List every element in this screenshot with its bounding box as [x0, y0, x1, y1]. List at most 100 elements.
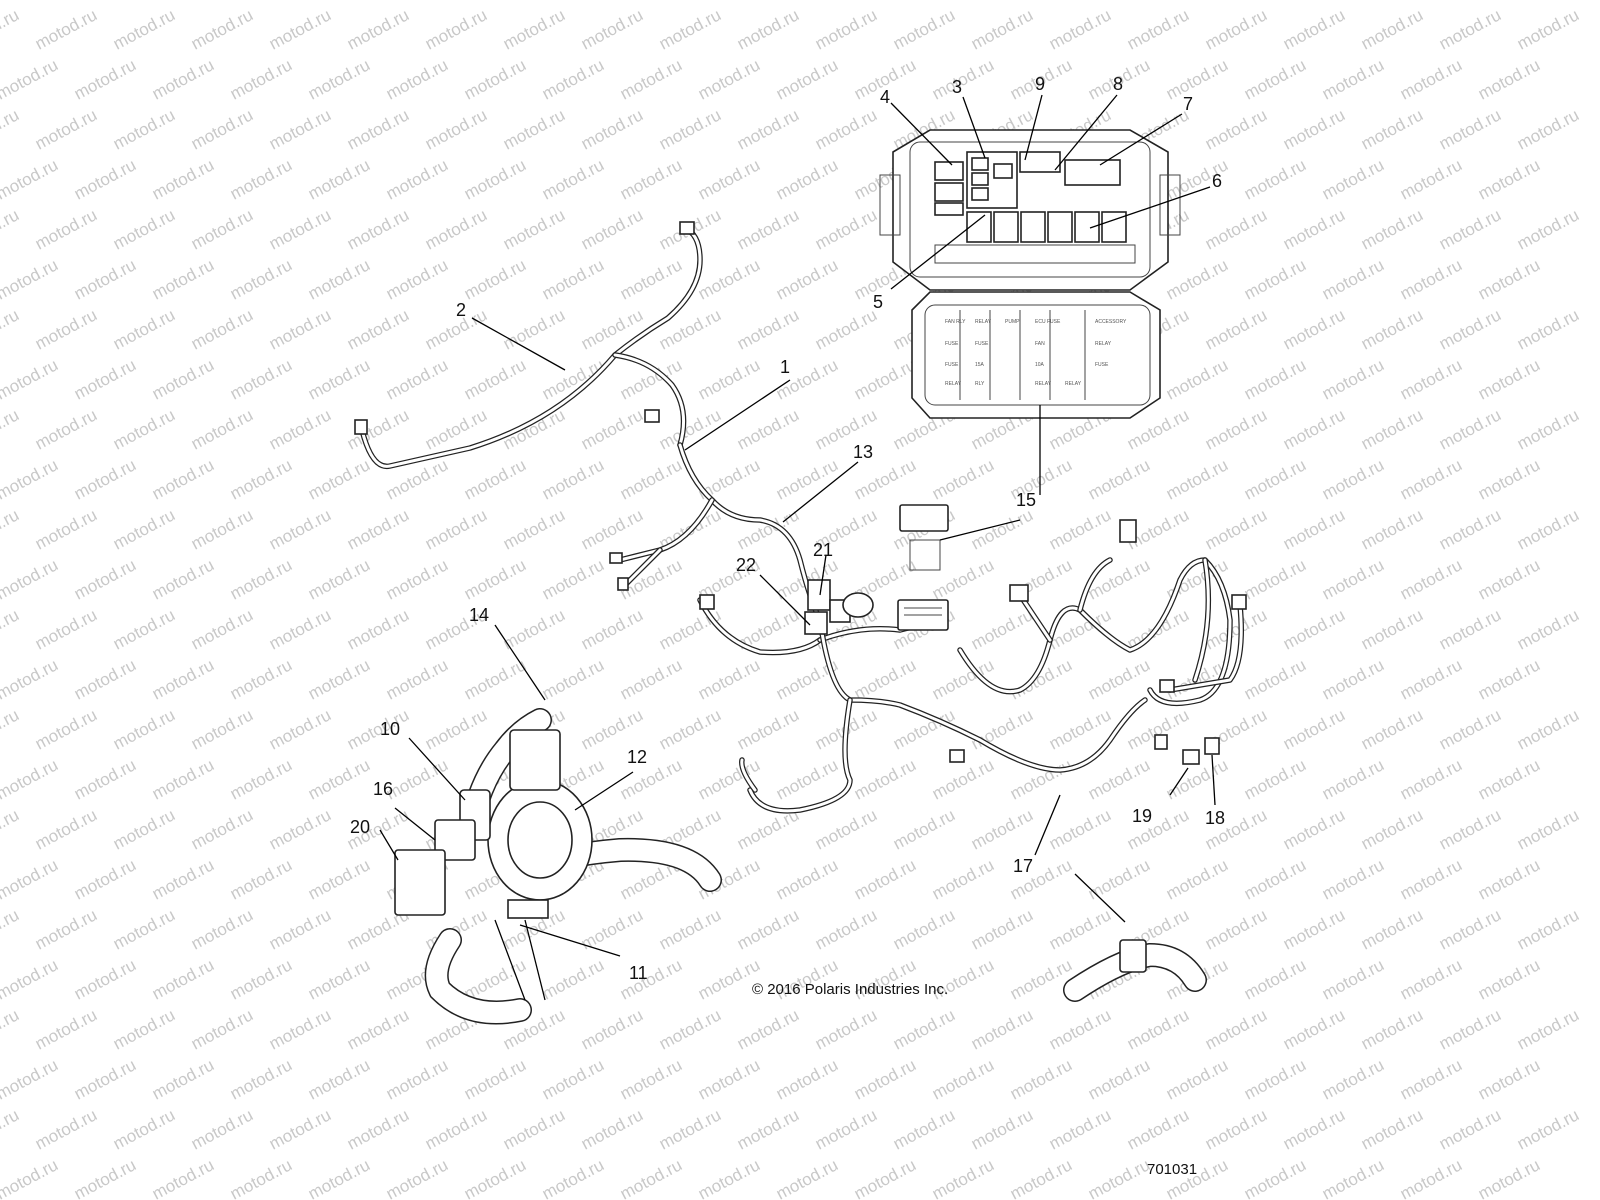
watermark-text: motod.ru: [851, 1155, 919, 1200]
watermark-text: motod.ru: [1514, 5, 1582, 53]
watermark-text: motod.ru: [305, 855, 373, 903]
watermark-text: motod.ru: [1241, 55, 1309, 103]
watermark-text: motod.ru: [1319, 355, 1387, 403]
watermark-text: motod.ru: [1202, 505, 1270, 553]
watermark-text: motod.ru: [110, 705, 178, 753]
watermark-text: motod.ru: [1163, 0, 1231, 4]
watermark-text: motod.ru: [1280, 805, 1348, 853]
svg-text:FUSE: FUSE: [945, 362, 959, 368]
watermark-text: motod.ru: [1241, 355, 1309, 403]
svg-text:FAN: FAN: [1035, 341, 1045, 347]
watermark-text: motod.ru: [617, 355, 685, 403]
watermark-text: motod.ru: [1475, 755, 1543, 803]
callout-7: 7: [1183, 94, 1193, 114]
watermark-text: motod.ru: [1241, 655, 1309, 703]
watermark-text: motod.ru: [227, 955, 295, 1003]
watermark-text: motod.ru: [305, 155, 373, 203]
watermark-text: motod.ru: [0, 305, 22, 353]
watermark-text: motod.ru: [773, 0, 841, 4]
watermark-text: motod.ru: [344, 5, 412, 53]
connector-18: [1204, 737, 1220, 755]
watermark-text: motod.ru: [305, 255, 373, 303]
watermark-text: motod.ru: [539, 155, 607, 203]
watermark-text: motod.ru: [188, 505, 256, 553]
watermark-text: motod.ru: [383, 255, 451, 303]
watermark-text: motod.ru: [1397, 755, 1465, 803]
watermark-text: motod.ru: [734, 705, 802, 753]
watermark-text: motod.ru: [1202, 105, 1270, 153]
svg-text:15A: 15A: [975, 362, 985, 368]
watermark-text: motod.ru: [383, 0, 451, 4]
svg-text:RELAY: RELAY: [945, 381, 962, 387]
watermark-text: motod.ru: [1436, 1005, 1504, 1053]
watermark-text: motod.ru: [344, 405, 412, 453]
watermark-text: motod.ru: [461, 655, 529, 703]
watermark-text: motod.ru: [227, 455, 295, 503]
watermark-text: motod.ru: [0, 205, 22, 253]
watermark-text: motod.ru: [266, 305, 334, 353]
watermark-text: motod.ru: [656, 305, 724, 353]
watermark-text: motod.ru: [305, 55, 373, 103]
watermark-text: motod.ru: [266, 1105, 334, 1153]
watermark-text: motod.ru: [617, 655, 685, 703]
callout-1: 1: [780, 357, 790, 377]
watermark-text: motod.ru: [1319, 955, 1387, 1003]
watermark-text: motod.ru: [578, 1105, 646, 1153]
svg-text:RLY: RLY: [975, 381, 985, 387]
watermark-text: motod.ru: [1280, 705, 1348, 753]
watermark-text: motod.ru: [1007, 1155, 1075, 1200]
watermark-text: motod.ru: [344, 505, 412, 553]
watermark-text: motod.ru: [1514, 1105, 1582, 1153]
watermark-text: motod.ru: [1358, 505, 1426, 553]
watermark-text: motod.ru: [695, 55, 763, 103]
watermark-text: motod.ru: [149, 355, 217, 403]
watermark-text: motod.ru: [656, 1005, 724, 1053]
watermark-text: motod.ru: [422, 205, 490, 253]
watermark-text: motod.ru: [1280, 105, 1348, 153]
watermark-text: motod.ru: [1397, 355, 1465, 403]
watermark-text: motod.ru: [1514, 905, 1582, 953]
watermark-text: motod.ru: [578, 505, 646, 553]
watermark-text: motod.ru: [695, 355, 763, 403]
watermark-text: motod.ru: [32, 305, 100, 353]
watermark-text: motod.ru: [617, 455, 685, 503]
watermark-text: motod.ru: [305, 655, 373, 703]
watermark-text: motod.ru: [71, 755, 139, 803]
watermark-text: motod.ru: [266, 905, 334, 953]
watermark-text: motod.ru: [539, 1055, 607, 1103]
watermark-text: motod.ru: [1319, 0, 1387, 4]
watermark-text: motod.ru: [110, 505, 178, 553]
watermark-text: motod.ru: [1319, 1055, 1387, 1103]
watermark-text: motod.ru: [1241, 255, 1309, 303]
watermark-text: motod.ru: [695, 1155, 763, 1200]
svg-text:ACCESSORY: ACCESSORY: [1095, 319, 1127, 325]
watermark-text: motod.ru: [305, 955, 373, 1003]
watermark-text: motod.ru: [1046, 505, 1114, 553]
watermark-text: motod.ru: [422, 505, 490, 553]
watermark-text: motod.ru: [1046, 1005, 1114, 1053]
watermark-text: motod.ru: [422, 1105, 490, 1153]
callout-14: 14: [469, 605, 489, 625]
callout-8: 8: [1113, 74, 1123, 94]
watermark-text: motod.ru: [383, 755, 451, 803]
watermark-text: motod.ru: [812, 105, 880, 153]
diagram-number: 701031: [1147, 1161, 1197, 1178]
watermark-text: motod.ru: [695, 0, 763, 4]
watermark-text: motod.ru: [1241, 755, 1309, 803]
watermark-text: motod.ru: [1280, 905, 1348, 953]
watermark-text: motod.ru: [1397, 655, 1465, 703]
watermark-text: motod.ru: [1202, 405, 1270, 453]
watermark-text: motod.ru: [1319, 855, 1387, 903]
watermark-text: motod.ru: [0, 905, 22, 953]
watermark-text: motod.ru: [578, 105, 646, 153]
watermark-text: motod.ru: [1514, 705, 1582, 753]
watermark-text: motod.ru: [305, 755, 373, 803]
watermark-text: motod.ru: [71, 555, 139, 603]
callout-6: 6: [1212, 171, 1222, 191]
watermark-text: motod.ru: [71, 455, 139, 503]
watermark-text: motod.ru: [1124, 1105, 1192, 1153]
watermark-text: motod.ru: [851, 755, 919, 803]
watermark-text: motod.ru: [461, 155, 529, 203]
watermark-text: motod.ru: [734, 105, 802, 153]
